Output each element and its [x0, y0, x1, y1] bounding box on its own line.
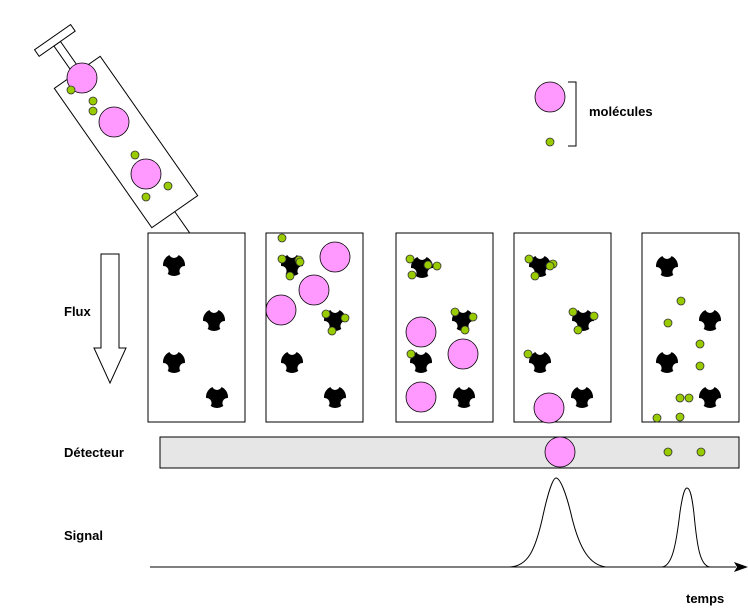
detector-label: Détecteur [64, 445, 124, 460]
peak-large-molecule [509, 477, 607, 568]
time-axis-arrowhead [734, 562, 748, 572]
small-molecules [405, 254, 478, 359]
large-molecules [405, 316, 479, 413]
syringe-large-molecules [66, 62, 162, 190]
column-stage-2 [265, 232, 364, 423]
signal-plot [150, 477, 748, 572]
small-molecules [652, 296, 705, 423]
detector-bar [159, 436, 740, 469]
large-molecules [265, 241, 351, 326]
column-stage-4 [513, 232, 612, 424]
legend-label: molécules [589, 104, 653, 119]
bracket-icon [568, 81, 577, 147]
flux-label: Flux [64, 304, 91, 319]
syringe-small-molecules [66, 85, 173, 202]
column-stage-1 [147, 232, 246, 423]
legend-large-molecule [534, 81, 566, 113]
large-molecule [533, 392, 565, 424]
small-molecules [277, 233, 350, 336]
peak-small-molecule [661, 487, 711, 568]
signal-label: Signal [64, 528, 103, 543]
detector-small-molecule [663, 447, 673, 457]
detector-large-molecule [544, 436, 576, 468]
time-label: temps [686, 591, 724, 606]
legend: molécules [534, 81, 653, 147]
syringe-icon [33, 23, 199, 244]
column-stage-5 [641, 232, 740, 423]
legend-small-molecule [545, 137, 555, 147]
column-stage-3 [395, 232, 494, 423]
down-arrow-icon [93, 253, 127, 385]
detector-small-molecule [696, 447, 706, 457]
small-molecules [523, 254, 599, 359]
